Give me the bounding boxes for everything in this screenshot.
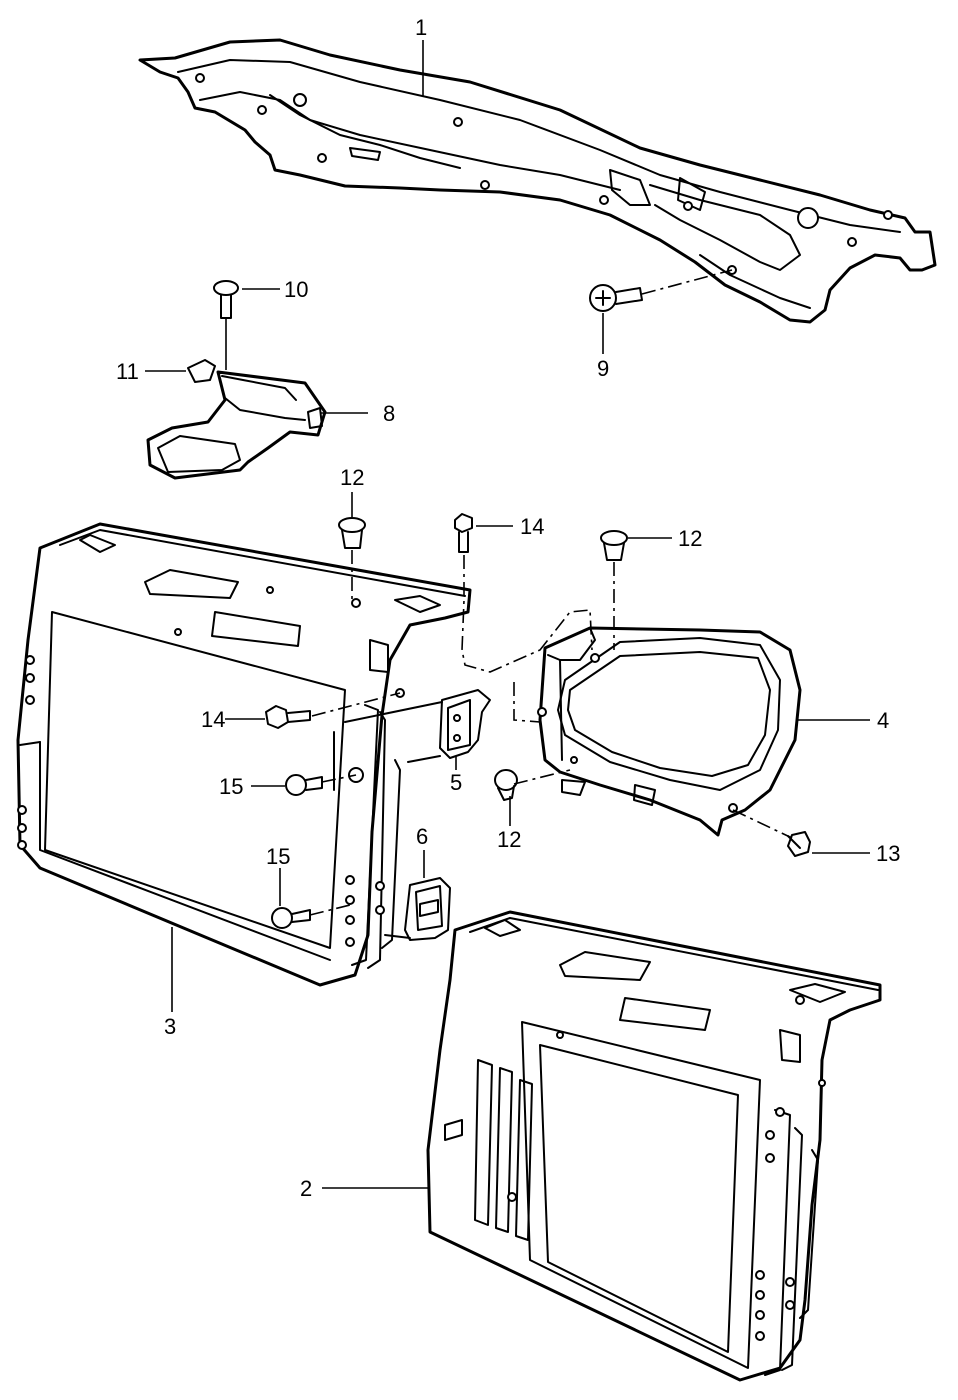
part-15-screw-upper [285,774,357,796]
callout-5: 5 [450,770,462,795]
part-12-clip-lower [494,769,571,801]
leader-lines [145,40,870,1189]
part-9-torx-screw [589,269,733,312]
callout-14-top: 14 [520,514,544,539]
part-13-bolt [732,809,811,857]
part-11-clip-nut [187,359,216,383]
callout-2: 2 [300,1176,312,1201]
callout-9: 9 [597,356,609,381]
part-15-screw-lower [271,904,351,929]
callout-14-left: 14 [201,707,225,732]
callout-11: 11 [116,359,139,384]
callout-10: 10 [284,277,308,302]
part-10-screw [213,280,239,370]
part-4-air-guide [537,626,802,837]
part-12-clip-top [338,517,366,602]
callout-12-right: 12 [678,526,702,551]
part-14-bolt-top [454,513,593,723]
part-1-cross-member [138,38,937,324]
part-6-bracket [384,877,451,941]
part-14-bolt-left [265,692,401,729]
part-12-clip-right [600,530,628,650]
callout-15-lower: 15 [266,844,290,869]
callout-12-top: 12 [340,465,364,490]
callout-8: 8 [383,401,395,426]
callout-15-upper: 15 [219,774,243,799]
part-8-air-duct [146,370,327,480]
callout-13: 13 [876,841,900,866]
callout-6: 6 [416,824,428,849]
callout-12-lower: 12 [497,827,521,852]
callout-1: 1 [415,15,427,40]
part-2-right-carrier [426,910,882,1382]
callout-3: 3 [164,1014,176,1039]
part-5-bracket [333,689,491,791]
part-3-left-carrier [16,522,472,987]
callout-4: 4 [877,708,889,733]
callout-labels: 1 2 3 4 5 6 8 9 10 11 12 12 12 13 14 14 … [116,15,900,1201]
